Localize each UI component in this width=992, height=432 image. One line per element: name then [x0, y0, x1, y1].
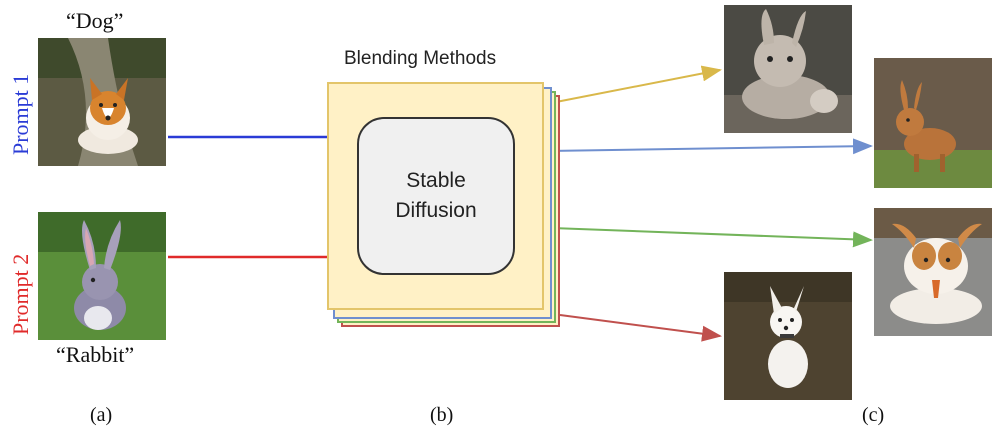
- output-image-1: [724, 5, 852, 133]
- output-image-3: [874, 208, 992, 336]
- stable-label-line2: Diffusion: [395, 199, 477, 222]
- rabbit-input-image: [38, 212, 166, 340]
- output-image-2: [874, 58, 992, 188]
- prompt1-label: Prompt 1: [8, 73, 33, 155]
- panel-label-a: (a): [90, 404, 113, 426]
- stable-label-line1: Stable: [406, 169, 466, 192]
- rabbit-caption: “Rabbit”: [56, 342, 135, 367]
- arrow-to-output-4: [559, 314, 722, 342]
- blending-methods-title: Blending Methods: [344, 48, 497, 69]
- dog-input-image: [38, 38, 166, 166]
- panel-label-c: (c): [862, 404, 885, 426]
- dog-caption: “Dog”: [66, 8, 124, 33]
- arrow-to-output-1: [555, 65, 722, 103]
- stable-diffusion-label: Stable Diffusion: [358, 166, 514, 226]
- panel-label-b: (b): [430, 404, 454, 426]
- output-image-4: [724, 272, 852, 400]
- arrow-to-output-2: [547, 138, 873, 155]
- stable-diffusion-box: [357, 117, 515, 275]
- prompt2-label: Prompt 2: [8, 253, 33, 335]
- arrow-to-output-3: [551, 227, 873, 248]
